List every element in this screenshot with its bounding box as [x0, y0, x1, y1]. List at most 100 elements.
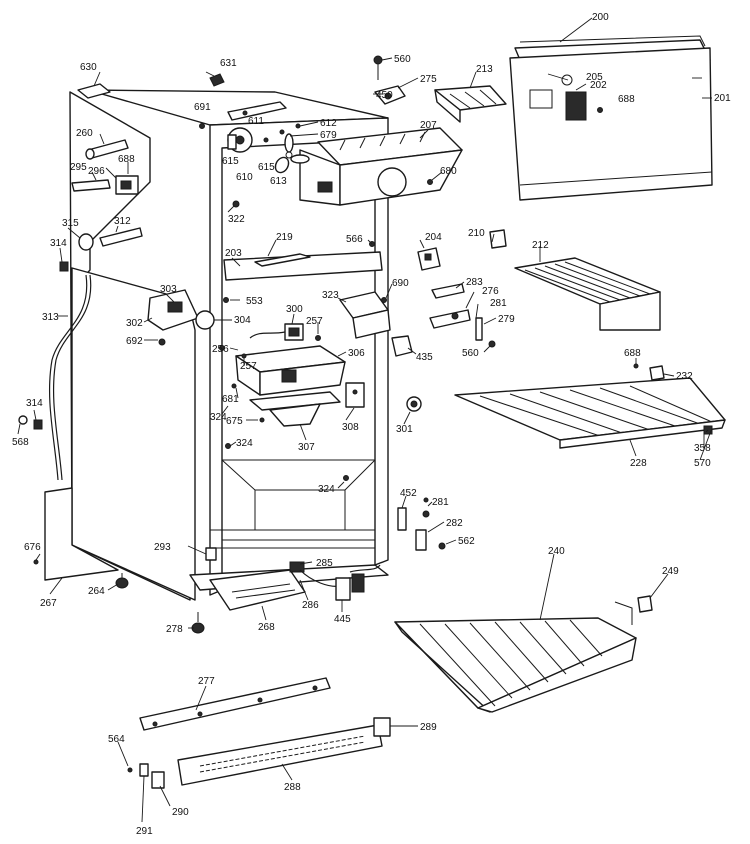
part-435: [391, 335, 413, 357]
label-358: 358: [694, 443, 711, 454]
part-564: [127, 767, 133, 773]
label-324c: 324: [318, 484, 335, 495]
part-293: [205, 547, 217, 561]
leveler-278: [191, 612, 205, 634]
hinge-plate-323: [339, 291, 391, 339]
label-279: 279: [498, 314, 515, 325]
label-301: 301: [396, 424, 413, 435]
label-283: 283: [466, 277, 483, 288]
hinge-275: [374, 85, 406, 105]
label-210: 210: [468, 228, 485, 239]
part-314-top: [59, 261, 69, 272]
part-249: [637, 595, 653, 613]
label-303: 303: [160, 284, 177, 295]
label-276: 276: [482, 286, 499, 297]
label-256: 256: [212, 344, 229, 355]
label-307: 307: [298, 442, 315, 453]
label-286: 286: [302, 600, 319, 611]
part-631: [209, 73, 225, 87]
cabinet-shell: [69, 89, 389, 601]
part-290-291: [139, 763, 165, 789]
label-203: 203: [225, 248, 242, 259]
label-690: 690: [392, 278, 409, 289]
label-249: 249: [662, 566, 679, 577]
label-219: 219: [276, 232, 293, 243]
label-314a: 314: [50, 238, 67, 249]
leader-lines: [17, 17, 713, 823]
control-housing-306: [235, 345, 346, 396]
label-676: 676: [24, 542, 41, 553]
label-692: 692: [126, 336, 143, 347]
label-264: 264: [88, 586, 105, 597]
label-313: 313: [42, 312, 59, 323]
label-281a: 281: [490, 298, 507, 309]
label-445: 445: [334, 614, 351, 625]
label-688a: 688: [118, 154, 135, 165]
label-612: 612: [320, 118, 337, 129]
label-288: 288: [284, 782, 301, 793]
part-number-labels: 200 201 202 203 204 205 207 210 212 213 …: [12, 12, 731, 837]
label-281b: 281: [432, 497, 449, 508]
part-232: [649, 365, 665, 381]
label-679: 679: [320, 130, 337, 141]
bracket-611: [227, 101, 287, 121]
label-435: 435: [416, 352, 433, 363]
wire-shelf-228: [454, 377, 726, 449]
label-312: 312: [114, 216, 131, 227]
label-268: 268: [258, 622, 275, 633]
label-304: 304: [234, 315, 251, 326]
harness-285-286-445: [289, 561, 381, 601]
label-204: 204: [425, 232, 442, 243]
label-308: 308: [342, 422, 359, 433]
label-267: 267: [40, 598, 57, 609]
label-691: 691: [194, 102, 211, 113]
label-688b: 688: [618, 94, 635, 105]
ice-tray-213: [434, 85, 507, 123]
label-296: 296: [88, 166, 105, 177]
label-200: 200: [592, 12, 609, 23]
label-324b: 324: [236, 438, 253, 449]
rail-277: [139, 677, 331, 731]
label-323: 323: [322, 290, 339, 301]
label-275: 275: [420, 74, 437, 85]
label-212: 212: [532, 240, 549, 251]
label-240: 240: [548, 546, 565, 557]
damper-300: [249, 323, 304, 341]
label-314b: 314: [26, 398, 43, 409]
freezer-back-wall-200: [509, 35, 713, 201]
label-207: 207: [420, 120, 437, 131]
screw-560-top: [373, 55, 383, 80]
tube-313: [48, 274, 92, 481]
part-279: [475, 317, 483, 341]
strip-203: [223, 251, 383, 281]
tray-307: [249, 391, 341, 427]
label-290: 290: [172, 807, 189, 818]
heater-219: [254, 253, 311, 267]
label-568: 568: [12, 437, 29, 448]
control-302-303: [147, 289, 215, 331]
label-202: 202: [590, 80, 607, 91]
label-688c: 688: [624, 348, 641, 359]
label-260: 260: [76, 128, 93, 139]
label-289: 289: [420, 722, 437, 733]
label-257b: 257: [240, 361, 257, 372]
label-295: 295: [70, 162, 87, 173]
part-312-315: [78, 227, 143, 251]
basket-240: [394, 601, 637, 713]
label-564: 564: [108, 734, 125, 745]
label-205: 205: [586, 72, 603, 83]
hinge-283-276: [429, 283, 471, 329]
label-615b: 615: [258, 162, 275, 173]
part-301: [406, 396, 422, 412]
label-278: 278: [166, 624, 183, 635]
label-282: 282: [446, 518, 463, 529]
label-300: 300: [286, 304, 303, 315]
wire-shelf-212: [514, 257, 661, 331]
label-201: 201: [714, 93, 731, 104]
label-681: 681: [222, 394, 239, 405]
foot-264: [115, 573, 129, 589]
label-611: 611: [248, 116, 264, 127]
label-615a: 615: [222, 156, 239, 167]
label-631: 631: [220, 58, 237, 69]
